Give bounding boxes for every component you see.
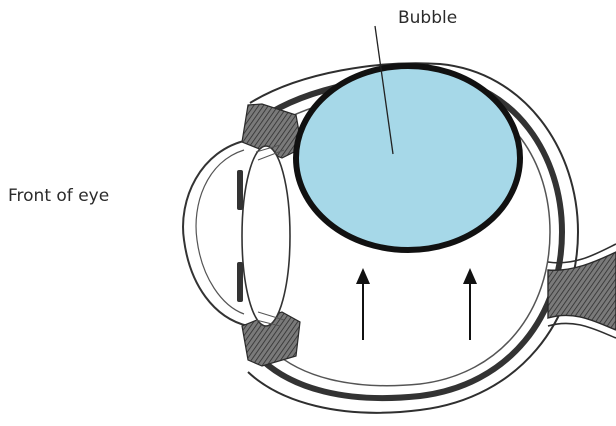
gas-bubble xyxy=(296,66,520,250)
iris-bar-upper xyxy=(237,170,243,210)
cornea-inner xyxy=(196,150,244,314)
arrow-up-right xyxy=(463,268,477,340)
lens xyxy=(242,146,290,326)
bubble-label: Bubble xyxy=(398,10,457,27)
front-of-eye-label: Front of eye xyxy=(8,188,109,205)
iris-bar-lower xyxy=(237,262,243,302)
arrow-up-left xyxy=(356,268,370,340)
